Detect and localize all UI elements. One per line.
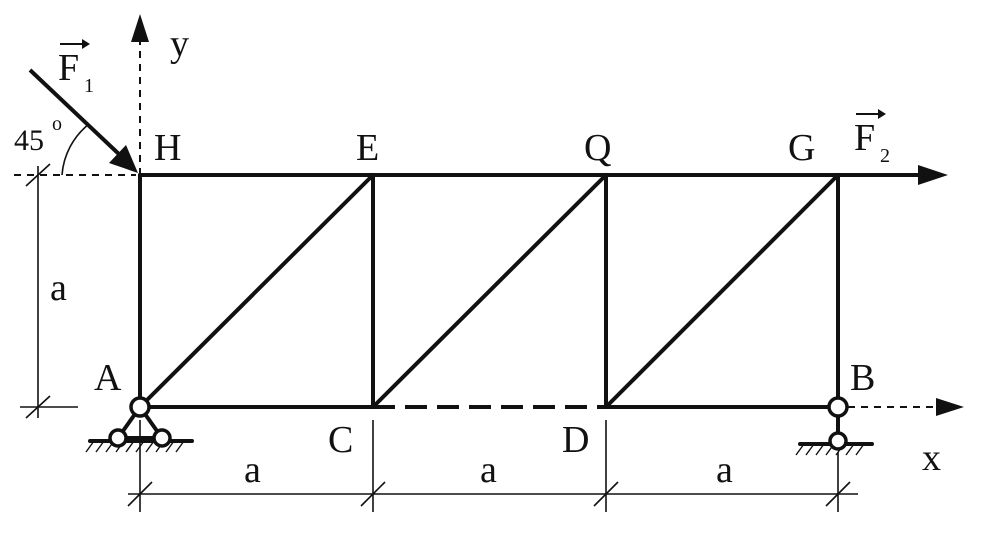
force-F2-arrow	[838, 165, 948, 185]
node-label-H: H	[154, 127, 181, 169]
y-axis-label: y	[170, 23, 189, 65]
pin-support-A	[85, 405, 194, 453]
member-D-G	[604, 173, 840, 409]
node-label-Q: Q	[584, 127, 611, 169]
force-F1-symbol: F	[58, 47, 79, 89]
force-F1-label: F 1	[58, 39, 94, 97]
angle-unit: o	[52, 113, 62, 135]
angle-value: 45	[14, 124, 44, 157]
node-label-C: C	[328, 419, 353, 461]
span-DB-label: a	[716, 449, 733, 491]
node-label-D: D	[562, 419, 589, 461]
node-label-B: B	[850, 357, 875, 399]
height-dimension-label: a	[50, 267, 67, 309]
x-axis	[848, 398, 964, 416]
angle-reference	[14, 123, 136, 176]
x-axis-label: x	[922, 437, 941, 479]
height-dimension	[20, 163, 78, 419]
force-F2-symbol: F	[854, 117, 875, 159]
node-label-G: G	[788, 127, 815, 169]
truss-members	[138, 173, 840, 409]
member-C-Q	[371, 173, 608, 409]
force-F2-label: F 2	[854, 109, 890, 167]
force-F1-subscript: 1	[84, 75, 94, 97]
span-AC-label: a	[244, 449, 261, 491]
node-label-A: A	[94, 357, 122, 399]
member-A-E	[138, 173, 375, 409]
span-CD-label: a	[480, 449, 497, 491]
joint-A	[129, 396, 151, 418]
span-dimensions	[127, 420, 858, 512]
force-F1-arrow	[28, 68, 138, 173]
joint-B	[827, 396, 849, 418]
y-axis	[131, 14, 149, 175]
force-F2-subscript: 2	[880, 145, 890, 167]
node-label-E: E	[356, 127, 379, 169]
